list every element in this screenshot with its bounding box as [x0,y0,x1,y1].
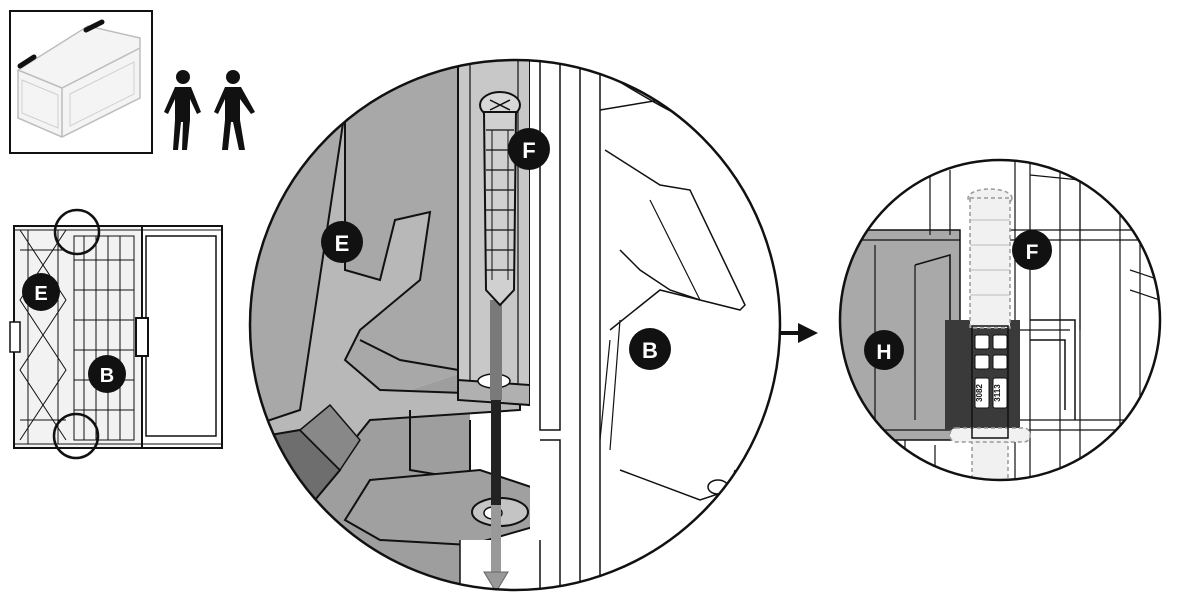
person-left-icon [164,70,201,150]
label-b-large: B [629,328,671,370]
right-arrow-icon [780,323,818,343]
svg-text:F: F [1026,241,1039,264]
label-e-small: E [22,273,60,311]
svg-text:E: E [335,231,350,256]
label-f-small: F [1012,230,1052,270]
result-detail-view: 3082 3113 F H [838,158,1162,482]
label-f-large: F [508,128,550,170]
person-right-icon [214,70,255,150]
part-code-left: 3082 [975,384,984,402]
two-persons-icon [164,70,255,150]
large-detail-view: E F B [248,58,782,592]
label-h: H [864,330,904,370]
detail-circle-bottom [52,412,100,460]
pin-f [479,91,521,307]
svg-text:E: E [34,283,47,305]
label-b-small: B [88,355,126,393]
svg-text:B: B [642,338,658,363]
svg-text:B: B [100,365,114,387]
part-code-right: 3113 [993,384,1002,402]
storage-box-icon [17,19,141,138]
svg-text:F: F [522,138,535,163]
lattice-pattern [19,229,135,444]
label-e-large: E [321,221,363,263]
svg-text:H: H [876,341,891,364]
detail-circle-top [53,208,101,256]
box-thumbnail [9,10,153,154]
box-top-view: E B [9,208,223,460]
